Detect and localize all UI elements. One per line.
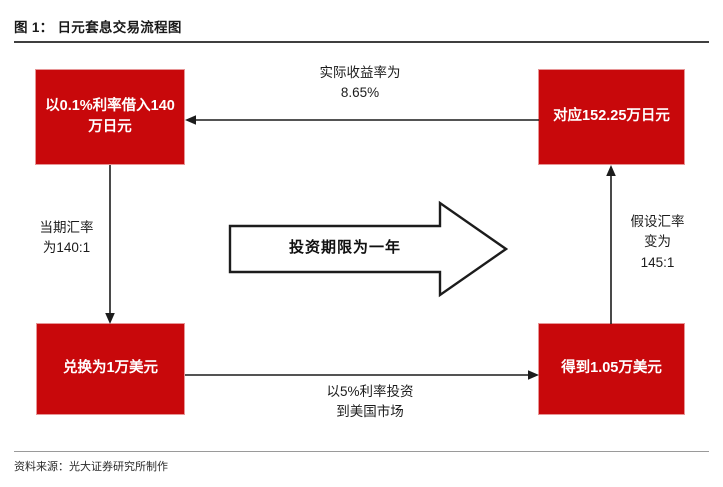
connector-right-arrow — [601, 165, 621, 324]
edge-label-left: 当期汇率 为140:1 — [39, 220, 94, 256]
block-arrow-right-icon — [228, 200, 508, 298]
connector-top-arrow — [185, 110, 540, 130]
edge-label-top: 实际收益率为 8.65% — [319, 65, 401, 101]
flow-node-bottom-right: 得到1.05万美元 — [538, 323, 685, 415]
block-arrow-label: 投资期限为一年 — [288, 239, 401, 256]
source-note: 资料来源：光大证券研究所制作 — [14, 461, 168, 473]
flow-node-top-left: 以0.1%利率借入140万日元 — [35, 69, 185, 165]
figure-title: 图 1： 日元套息交易流程图 — [14, 20, 182, 35]
flow-node-top-right: 对应152.25万日元 — [538, 69, 685, 165]
connector-left-arrow — [100, 165, 120, 324]
connector-bottom-arrow — [185, 365, 539, 385]
flow-node-bottom-left: 兑换为1万美元 — [36, 323, 185, 415]
edge-label-right: 假设汇率 变为 145:1 — [630, 214, 685, 270]
edge-label-bottom: 以5%利率投资 到美国市场 — [326, 384, 414, 420]
header-divider — [14, 41, 709, 43]
footer-divider — [14, 451, 709, 452]
